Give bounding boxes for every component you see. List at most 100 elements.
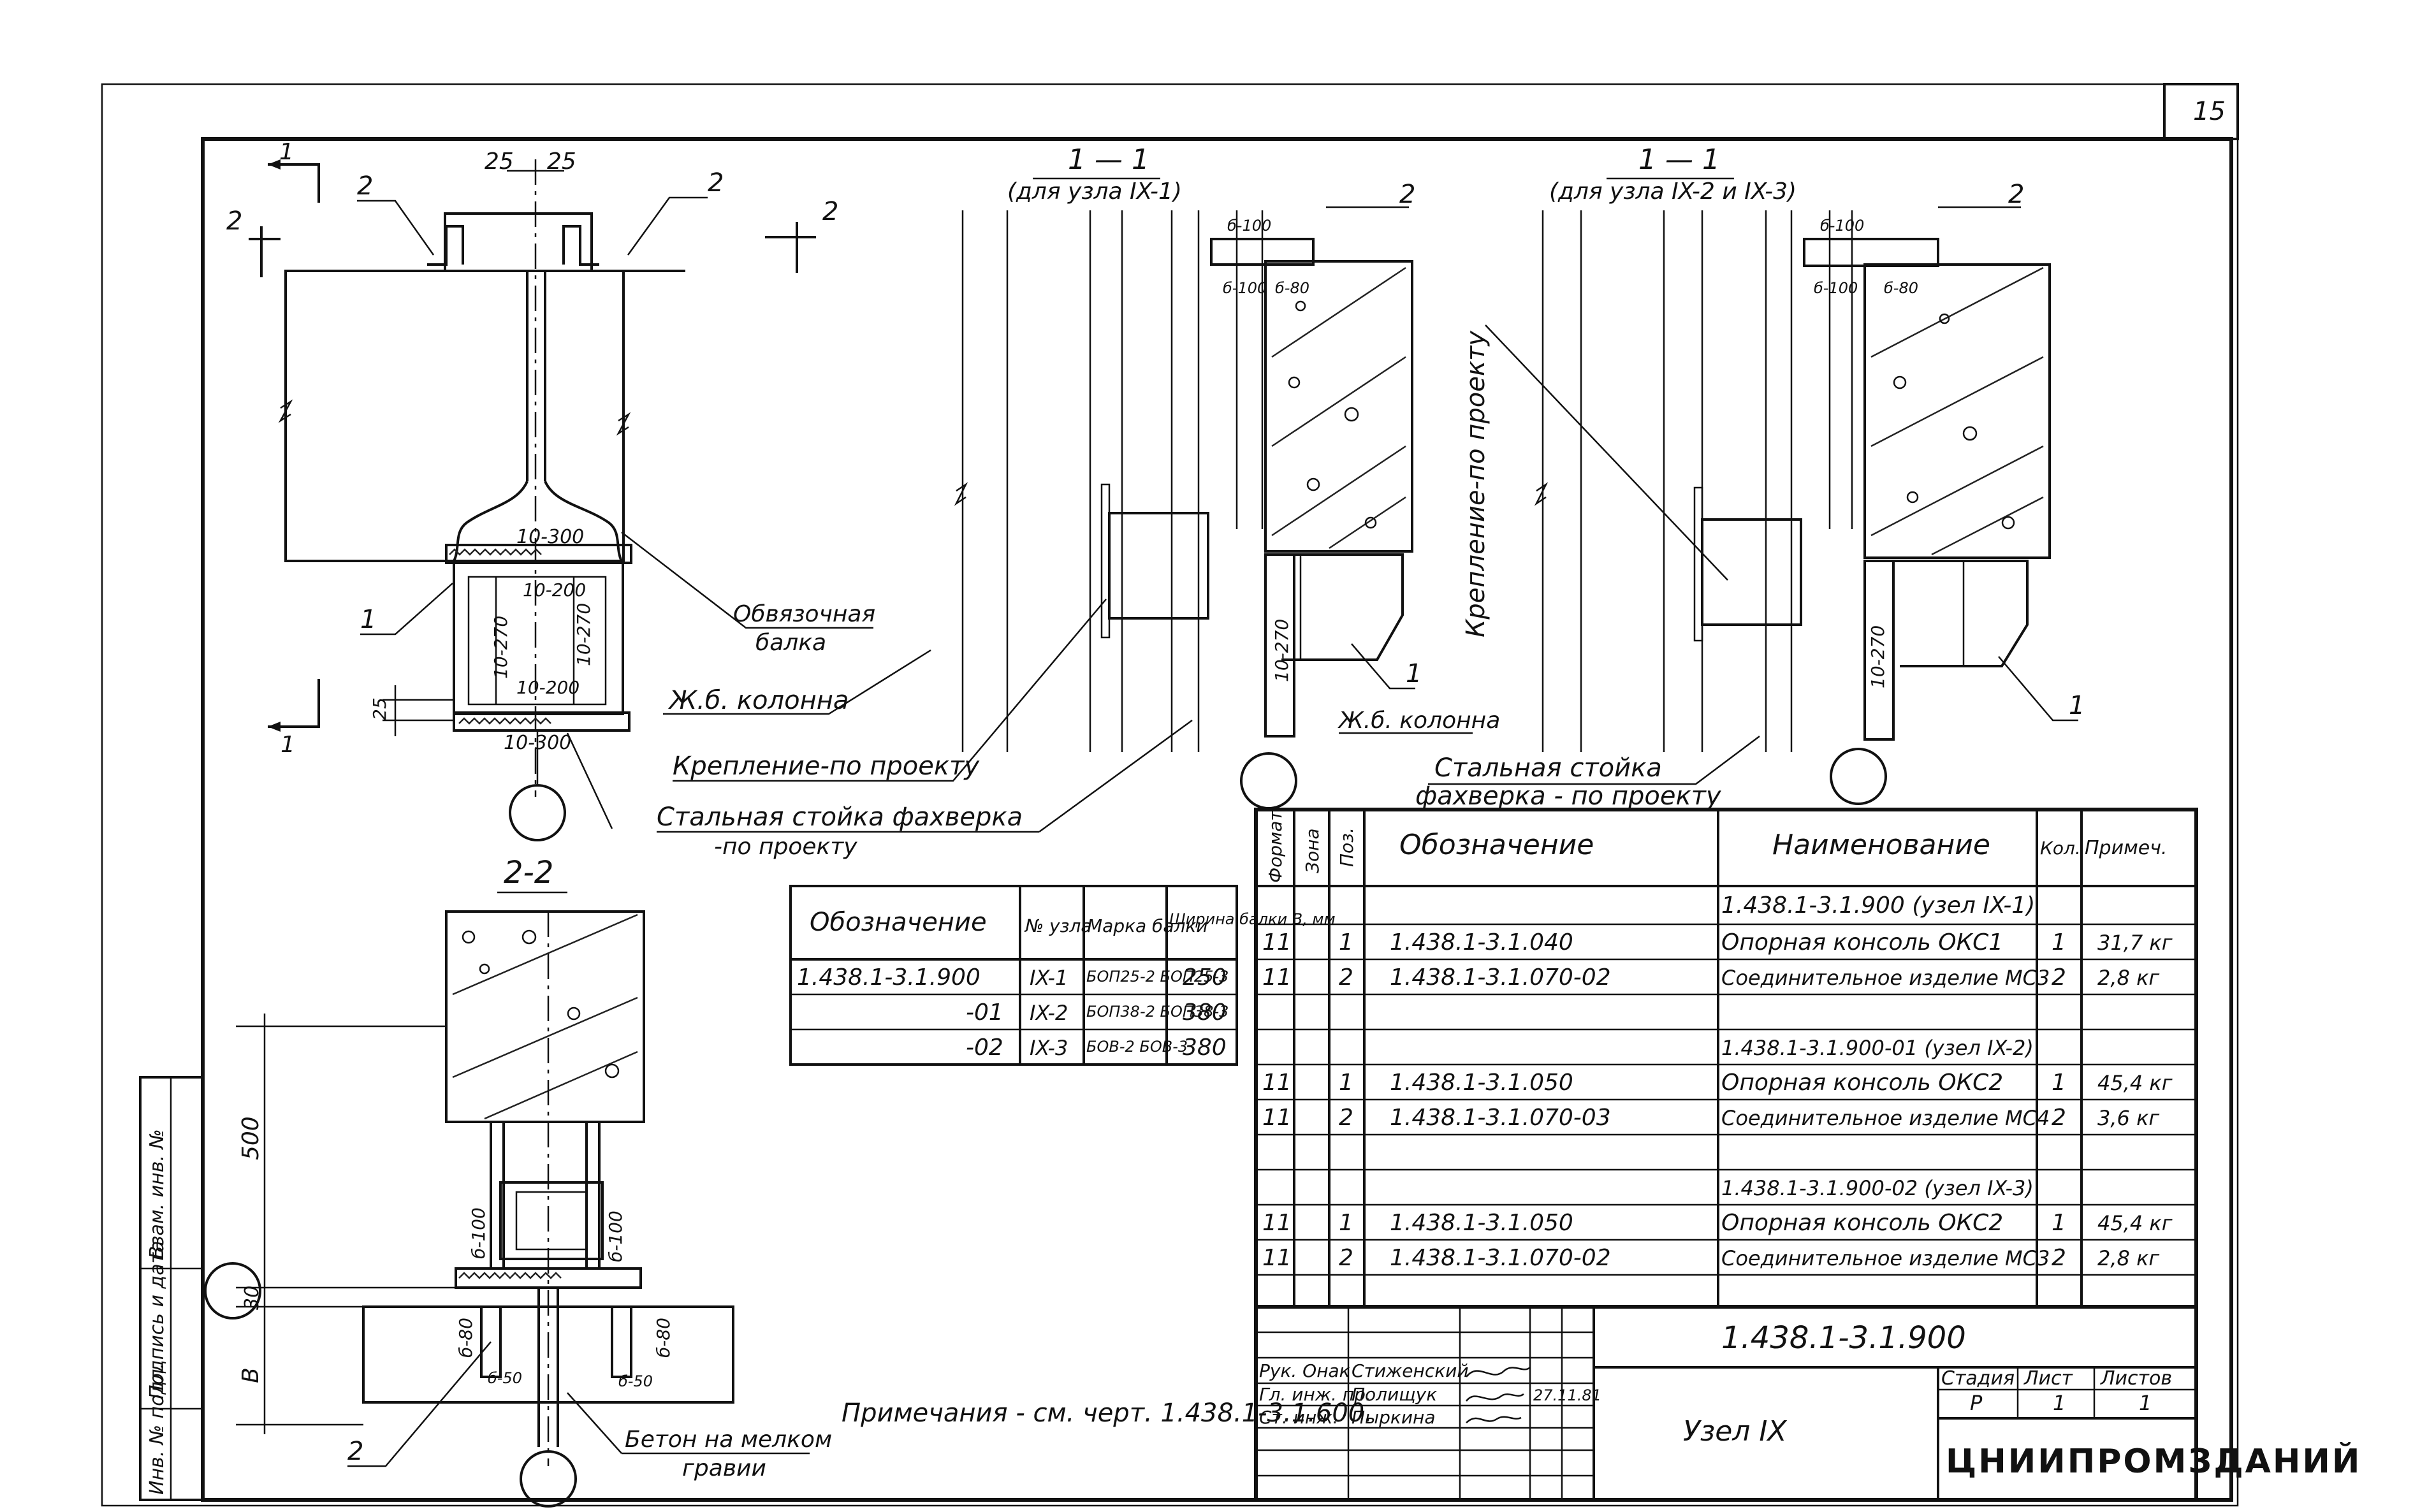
- spec-r4-qty: 2: [2052, 1105, 2066, 1131]
- spec-r5-qty: 1: [2052, 1210, 2066, 1236]
- section-1-1-right: 1 — 1 (для узла IX-2 и IX-3) б-100 б-100…: [1415, 143, 2085, 811]
- dim-10-300-top: 10-300: [516, 526, 584, 548]
- spec-r2-qty: 2: [2052, 964, 2066, 991]
- axis-marker-sec22-left: [204, 1262, 261, 1319]
- sec11-right-b100-top: б-100: [1820, 217, 1864, 235]
- tb-role-1: Рук. Онак: [1259, 1360, 1350, 1381]
- dim-b: В: [238, 1367, 264, 1383]
- spec-r1-pos: 1: [1339, 929, 1353, 956]
- sec22-6-100-a: б-100: [468, 1207, 489, 1259]
- sec11-right-10-270: 10-270: [1867, 625, 1888, 688]
- label-stoyka-2a: Стальная стойка: [1434, 753, 1662, 783]
- dim-25-left: 25: [485, 149, 514, 175]
- sec11-left-b100: б-100: [1223, 279, 1267, 297]
- spec-r5-pos: 1: [1339, 1210, 1353, 1236]
- plan-pos2-right: 2: [708, 168, 724, 198]
- cut-mark-1-bot: 1: [281, 732, 295, 758]
- sec11-left-pos2: 2: [1399, 180, 1415, 209]
- spec-r3-qty: 1: [2052, 1070, 2066, 1096]
- sec22-6-50-a: б-50: [488, 1369, 522, 1387]
- section-2-2: 2-2 500 30 В б-100 б-100 б-80 б-80 б-50 …: [204, 855, 1373, 1508]
- dim-25-right: 25: [547, 149, 576, 175]
- dim-10-270-a: 10-270: [490, 616, 511, 679]
- tb-title: Узел IX: [1683, 1415, 1787, 1448]
- sec11-right-b80: б-80: [1884, 279, 1918, 297]
- spec-r2-pos: 2: [1339, 964, 1353, 991]
- spec-r3-designation: 1.438.1-3.1.050: [1390, 1070, 1573, 1096]
- tb-sheets: 1: [2139, 1391, 2152, 1415]
- left-stamp-strip: Инв. № подл. Подпись и дата Взам. инв. №: [139, 1076, 204, 1501]
- sec11-left-title: 1 — 1: [1068, 143, 1149, 176]
- beam-row2-mark: БОП38-2 БОП38-3: [1086, 1003, 1228, 1021]
- spec-hdr-name: Наименование: [1772, 829, 1990, 861]
- spec-group-2: 1.438.1-3.1.900-01 (узел IX-2): [1721, 1036, 2034, 1060]
- spec-r2-designation: 1.438.1-3.1.070-02: [1390, 964, 1611, 991]
- sec22-6-80-b: б-80: [653, 1318, 674, 1358]
- sec22-6-50-b: б-50: [618, 1372, 653, 1390]
- beam-row3-width: 380: [1183, 1035, 1227, 1061]
- beam-row1-designation: 1.438.1-3.1.900: [797, 964, 981, 991]
- sec11-right-pos2: 2: [2008, 180, 2024, 209]
- beam-hdr-node: № узла: [1024, 915, 1092, 936]
- spec-r1-note: 31,7 кг: [2097, 931, 2173, 955]
- beam-row3-designation: -02: [966, 1035, 1003, 1061]
- tb-organization: ЦНИИПРОМЗДАНИЙ: [1946, 1442, 2361, 1481]
- beam-row2-node: IX-2: [1030, 1001, 1068, 1025]
- stamp-inv-no: Инв. № подл.: [146, 1363, 168, 1495]
- sec11-right-b100: б-100: [1814, 279, 1858, 297]
- tb-sheets-label: Листов: [2100, 1367, 2172, 1390]
- beam-row3-mark: БОВ-2 БОВ-3: [1086, 1038, 1188, 1056]
- beam-row1-node: IX-1: [1030, 966, 1068, 990]
- cut-mark-2-left: 2: [226, 207, 242, 236]
- spec-table: Формат Зона Поз. Обозначение Наименовани…: [1254, 808, 2198, 1309]
- sec11-left-pos1: 1: [1406, 659, 1422, 688]
- stamp-signature-date: Подпись и дата: [146, 1241, 168, 1400]
- spec-r1-format: 11: [1262, 929, 1292, 956]
- label-kreplenie-2: Крепление-по проекту: [1461, 330, 1491, 637]
- tb-stage-label: Стадия: [1941, 1367, 2015, 1390]
- sec11-left-sub: (для узла IX-1): [1007, 178, 1182, 205]
- sec22-title: 2-2: [504, 855, 553, 890]
- title-block: Рук. Онак Стиженский Гл. инж. пр. Полищу…: [1254, 1305, 2361, 1502]
- spec-r5-format: 11: [1262, 1210, 1292, 1236]
- label-obvyazochnaya: Обвязочная: [733, 601, 875, 627]
- beam-hdr-width: Ширина балки В, мм: [1169, 910, 1336, 928]
- spec-hdr-note: Примеч.: [2085, 837, 2167, 859]
- spec-r6-format: 11: [1262, 1245, 1292, 1271]
- spec-r4-pos: 2: [1339, 1105, 1353, 1131]
- stamp-replaced-inv: Взам. инв. №: [146, 1129, 168, 1259]
- beam-row1-mark: БОП25-2 БОП25-3: [1086, 968, 1228, 985]
- dim-10-270-b: 10-270: [573, 603, 594, 666]
- dim-500: 500: [238, 1116, 264, 1160]
- spec-r4-name: Соединительное изделие МС4: [1721, 1106, 2050, 1130]
- spec-r5-name: Опорная консоль ОКС2: [1721, 1210, 2003, 1236]
- beam-row3-node: IX-3: [1030, 1036, 1068, 1060]
- spec-hdr-pos: Поз.: [1336, 827, 1357, 867]
- sec11-left-b100-top: б-100: [1227, 217, 1271, 235]
- axis-marker-plan: [509, 784, 566, 841]
- spec-group-3: 1.438.1-3.1.900-02 (узел IX-3): [1721, 1176, 2034, 1200]
- sec22-pos2: 2: [347, 1437, 363, 1466]
- section-1-1-left: 1 — 1 (для узла IX-1) б-100 б-100 б-80 1…: [954, 143, 1500, 810]
- dim-10-200-top: 10-200: [523, 579, 586, 600]
- sec11-left-b80: б-80: [1275, 279, 1309, 297]
- tb-role-2: Гл. инж. пр.: [1259, 1384, 1371, 1405]
- page-number-box: [2163, 83, 2239, 140]
- sec11-right-concrete: [1863, 263, 2051, 559]
- tb-signature-3: [1466, 1416, 1522, 1423]
- tb-signature-2: [1466, 1393, 1524, 1402]
- spec-r5-note: 45,4 кг: [2097, 1211, 2173, 1235]
- axis-marker-sec11-left: [1240, 752, 1297, 810]
- dim-10-200-bot: 10-200: [516, 677, 580, 698]
- sec22-concrete: [445, 910, 645, 1123]
- spec-r6-name: Соединительное изделие МС3: [1721, 1246, 2050, 1270]
- tb-date: 27.11.81: [1533, 1386, 1601, 1404]
- dim-25-side: 25: [369, 697, 390, 720]
- tb-sheet: 1: [2053, 1391, 2066, 1415]
- sec22-6-100-b: б-100: [605, 1210, 626, 1262]
- tb-signature-1: [1466, 1366, 1531, 1378]
- cut-mark-2-right: 2: [822, 197, 838, 226]
- spec-r6-pos: 2: [1339, 1245, 1353, 1271]
- sec11-right-title: 1 — 1: [1638, 143, 1720, 176]
